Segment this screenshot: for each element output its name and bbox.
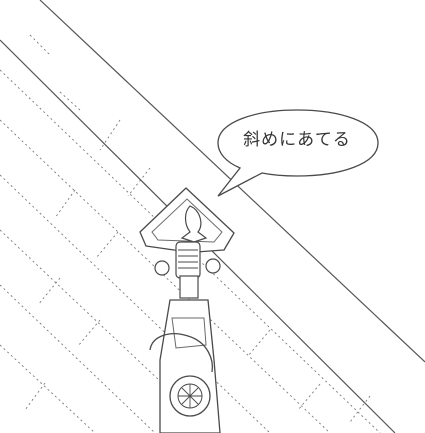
plank-seam	[37, 277, 61, 306]
plank-seam	[297, 383, 321, 411]
nozzle-wheel	[205, 258, 221, 274]
nozzle-wheel	[154, 260, 170, 276]
vacuum-nozzle	[139, 187, 235, 299]
plank-seam	[99, 119, 121, 151]
handle-curve	[149, 333, 214, 373]
plank-seam	[24, 382, 46, 411]
plank-seam	[247, 329, 271, 357]
plank-seam	[95, 231, 119, 259]
plank-seam	[0, 119, 331, 433]
plank-seam	[0, 344, 96, 433]
plank-seam	[0, 284, 156, 433]
plank-seam	[77, 319, 101, 347]
nozzle-inner-outline	[151, 198, 223, 243]
plank-seam	[349, 395, 371, 423]
fan-vent-blades	[178, 384, 202, 408]
vacuum-handle	[149, 299, 221, 433]
nozzle-neck	[179, 275, 199, 299]
plank-seam	[0, 174, 271, 433]
speech-bubble-outline	[217, 109, 379, 197]
joint-ridges	[178, 249, 198, 269]
plank-seam	[127, 167, 151, 197]
nozzle-joint	[175, 241, 201, 279]
plank-seam	[54, 189, 76, 219]
speech-bubble-text: 斜めにあてる	[243, 130, 351, 150]
speech-bubble	[217, 109, 379, 197]
